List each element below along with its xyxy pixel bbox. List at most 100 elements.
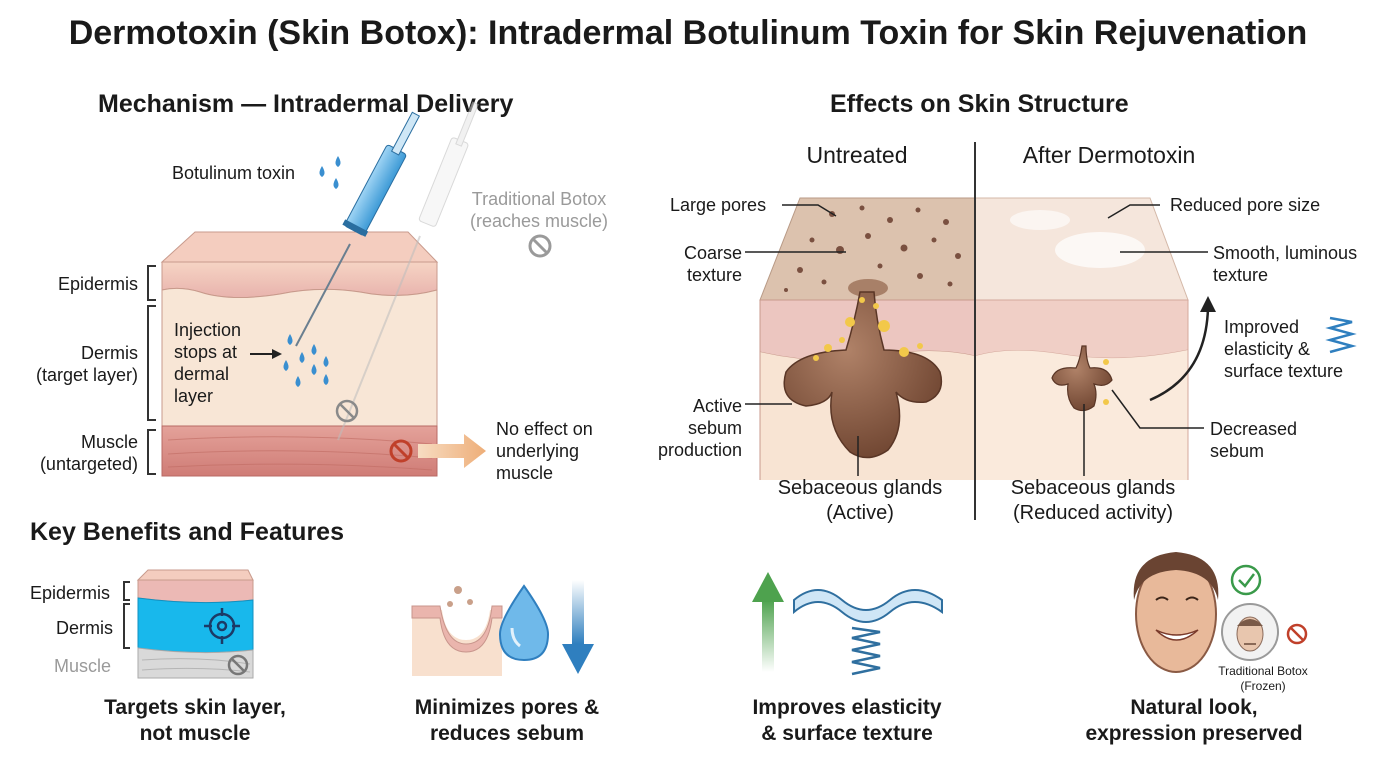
large-pores [784,205,961,292]
prohibit-icon-muscle [389,439,413,463]
no-effect-line3: muscle [496,463,554,483]
coarse-line2: texture [686,265,742,285]
pore-sebum-icon [411,586,503,676]
toxin-label: Botulinum toxin [172,163,296,183]
benefit-caption-1: Targets skin layer, not muscle [70,695,320,747]
glands-reduced-line1: Sebaceous glands [1010,477,1176,499]
improvement-arrow [1149,307,1210,402]
traditional-syringe [337,101,479,441]
no-effect-line1: No effect on [496,419,593,439]
decreased-line1: Decreased [1210,419,1298,439]
dermis-label-line2: (target layer) [35,365,138,385]
prohibit-icon-frozen [1286,623,1308,645]
sebaceous-gland-reduced [1051,345,1113,412]
layer-brackets [147,265,156,475]
up-arrow-icon [752,572,784,672]
benefit-3-line1: Improves elasticity [752,696,942,719]
traditional-label-line2: (reaches muscle) [469,211,609,231]
prohibit-icon-mini [227,654,249,676]
benefit-2-line1: Minimizes pores & [414,696,600,719]
mechanism-skin-block [160,231,439,477]
mechanism-heading: Mechanism — Intradermal Delivery [98,90,514,118]
traditional-frozen-line2: (Frozen) [1240,679,1286,693]
benefit-caption-2: Minimizes pores & reduces sebum [382,695,632,747]
injection-line2: stops at [174,342,238,362]
injection-line3: dermal [174,364,230,384]
traditional-label-line1: Traditional Botox [471,189,607,209]
benefit-1-line1: Targets skin layer, [104,696,286,719]
frozen-face-icon [1221,603,1279,661]
glands-active-line1: Sebaceous glands [777,477,943,499]
down-arrow-icon [562,580,594,674]
spring-icon-benefit [851,626,881,676]
active-sebum-label: Active sebum production [630,395,742,461]
muscle-label-line2: (untargeted) [39,454,138,474]
active-line2: sebum [687,418,742,438]
benefit-caption-3: Improves elasticity & surface texture [722,695,972,747]
epidermis-label: Epidermis [57,274,138,294]
benefit-2-line2: reduces sebum [429,722,585,745]
mini-brackets [123,581,130,649]
traditional-frozen-label: Traditional Botox (Frozen) [1204,664,1322,694]
toxin-drops-dermis [283,334,329,387]
target-icon [204,608,240,644]
benefit-1-line2: not muscle [139,722,251,745]
decreased-line2: sebum [1210,441,1265,461]
reduced-pore-label: Reduced pore size [1170,195,1321,215]
checkmark-icon [1230,564,1262,596]
active-line3: production [657,440,742,460]
injection-label: Injection stops at dermal layer [174,319,241,407]
glands-reduced-line2: (Reduced activity) [1012,502,1174,524]
sebaceous-gland-active [783,291,943,459]
large-pores-label: Large pores [670,195,767,215]
smooth-line1: Smooth, luminous [1213,243,1358,263]
benefit-caption-4: Natural look, expression preserved [1064,695,1324,747]
dermis-label: Dermis (target layer) [10,342,138,386]
water-drop-icon [498,584,550,662]
no-effect-label: No effect on underlying muscle [496,418,593,484]
effects-skin-treated [974,197,1189,480]
injection-line1: Injection [174,320,242,340]
benefits-heading: Key Benefits and Features [30,518,344,546]
mini-muscle-label: Muscle [54,656,112,676]
spring-icon [1325,316,1357,354]
mini-epidermis-label: Epidermis [30,583,111,603]
mini-dermis-label: Dermis [56,618,113,638]
toxin-drops-label [319,156,341,189]
muscle-label: Muscle (untargeted) [10,431,138,475]
effects-leader-lines [745,204,1208,476]
traditional-frozen-line1: Traditional Botox [1218,664,1308,678]
coarse-texture-label: Coarse texture [642,242,742,286]
sebum-drops-reduced [1103,359,1109,405]
benefit-4-line1: Natural look, [1130,696,1258,719]
traditional-label: Traditional Botox (reaches muscle) [456,188,622,232]
after-title: After Dermotoxin [1022,142,1196,168]
smiling-face-icon [1133,552,1219,673]
improved-line3: surface texture [1224,361,1344,381]
benefit-4-line2: expression preserved [1085,722,1303,745]
smooth-texture-label: Smooth, luminous texture [1213,242,1357,286]
untreated-title: Untreated [806,142,908,168]
decreased-sebum-label: Decreased sebum [1210,418,1297,462]
coarse-line1: Coarse [683,243,742,263]
prohibit-icon-dermis [335,399,359,423]
effects-heading: Effects on Skin Structure [830,90,1129,118]
improved-line2: elasticity & [1224,339,1311,359]
wave-icon [793,589,943,623]
dermis-label-line1: Dermis [81,343,138,363]
no-effect-arrow [418,434,486,468]
improved-elasticity-label: Improved elasticity & surface texture [1224,316,1343,382]
prohibit-icon-traditional [528,234,552,258]
active-line1: Active [692,396,742,416]
benefit-3-line2: & surface texture [761,722,933,745]
dermotoxin-syringe [295,111,421,347]
improved-line1: Improved [1224,317,1300,337]
injection-line4: layer [174,386,214,406]
muscle-label-line1: Muscle [80,432,138,452]
pore-opening [848,279,888,297]
sebum-drops-active [813,297,923,361]
page-title: Dermotoxin (Skin Botox): Intradermal Bot… [68,14,1308,52]
no-effect-line2: underlying [496,441,580,461]
glands-active-line2: (Active) [826,502,894,524]
